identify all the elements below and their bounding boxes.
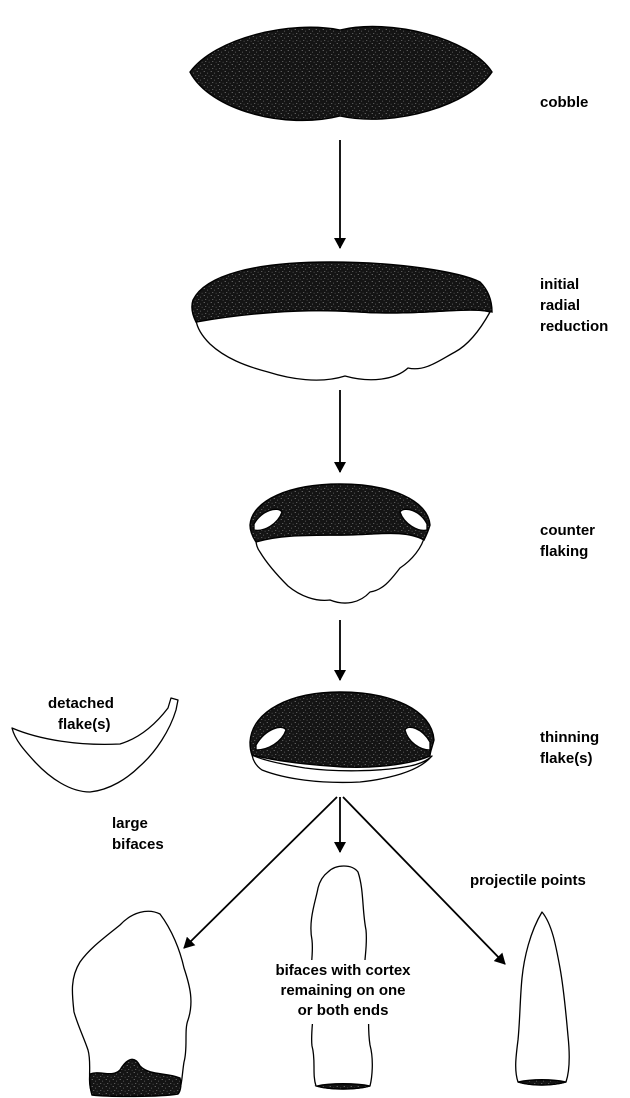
thinning-flake-scar-right [404, 726, 431, 751]
counter-label-line2: flaking [540, 543, 588, 560]
cortex-biface-label-backdrop [246, 960, 440, 1024]
counter-flake-scar-left [253, 508, 283, 531]
cortex-biface-end [314, 1083, 371, 1090]
large-biface-cortex [88, 1058, 182, 1098]
cobble-label: cobble [540, 94, 588, 111]
detached-flake [11, 697, 179, 793]
cortex-bifaces-label-line1: bifaces with cortex [275, 962, 411, 979]
counter-label-line1: counter [540, 522, 595, 539]
arrow-to-large-bifaces [183, 796, 338, 949]
detached-label-line2: flake(s) [58, 716, 111, 733]
initial-label-line1: initial [540, 276, 579, 293]
thinning-flake-scar-left [255, 726, 287, 751]
thinning-cortex [249, 691, 435, 768]
large-bifaces-label-line1: large [112, 815, 148, 832]
projectile-points-label: projectile points [470, 872, 586, 889]
initial-reduction-cortex [191, 261, 493, 323]
thinning-flake-scar [251, 754, 433, 784]
large-bifaces-label-line2: bifaces [112, 836, 164, 853]
initial-label-line3: reduction [540, 318, 608, 335]
projectile-point [515, 911, 570, 1086]
thinning-label-line1: thinning [540, 729, 599, 746]
counter-flaking-cortex [249, 483, 431, 543]
projectile-point-cortex [517, 1079, 567, 1086]
cobble-stone [189, 25, 493, 122]
arrow-to-projectile-points [342, 796, 506, 965]
counter-flake-scar-right [399, 508, 428, 531]
cortex-bifaces-label-line2: remaining on one [280, 982, 405, 999]
thinning-label-line2: flake(s) [540, 750, 593, 767]
initial-reduction-flake-scar [195, 309, 491, 381]
detached-label-line1: detached [48, 695, 114, 712]
counter-flaking-flake-scar [255, 531, 426, 604]
initial-label-line2: radial [540, 297, 580, 314]
cortex-bifaces-label-line3: or both ends [298, 1002, 389, 1019]
